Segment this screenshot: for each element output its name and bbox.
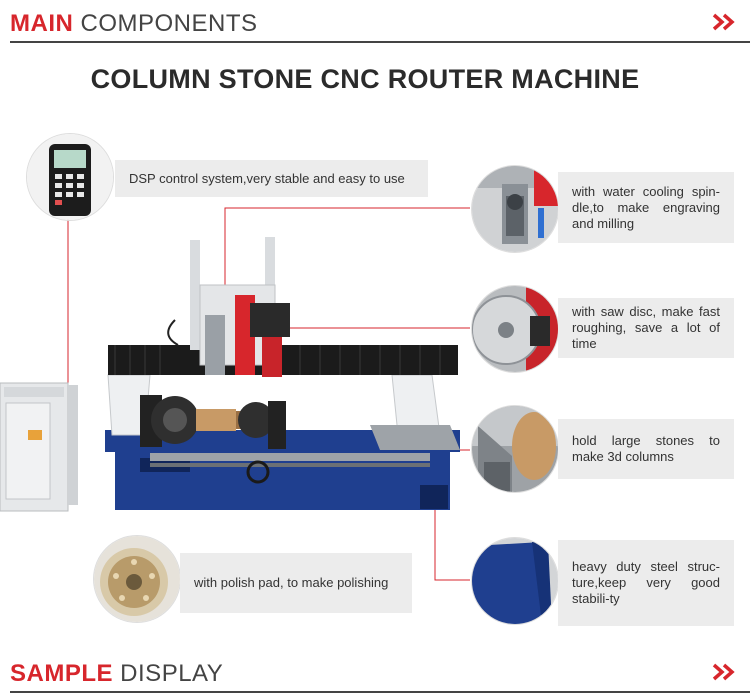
steel-structure-thumbnail bbox=[472, 538, 558, 624]
double-chevron-right-icon[interactable] bbox=[712, 12, 738, 32]
callout-hold-stones: hold large stones to make 3d columns bbox=[558, 419, 734, 479]
section-header-title: MAIN COMPONENTS bbox=[10, 8, 258, 40]
page-title: COLUMN STONE CNC ROUTER MACHINE bbox=[90, 64, 640, 94]
callout-stones-text: hold large stones to make 3d columns bbox=[572, 433, 720, 464]
callout-dsp-text: DSP control system,very stable and easy … bbox=[129, 170, 405, 186]
polish-pad-icon bbox=[94, 536, 180, 622]
callout-dsp-control: DSP control system,very stable and easy … bbox=[115, 160, 428, 197]
saw-disc-icon bbox=[472, 286, 558, 372]
polish-pad-thumbnail bbox=[94, 536, 180, 622]
callout-polish-pad: with polish pad, to make polishing bbox=[180, 553, 412, 613]
stone-holder-icon bbox=[472, 406, 558, 492]
section-header-main-components: MAIN COMPONENTS bbox=[10, 8, 750, 43]
header-red-word: MAIN bbox=[10, 10, 74, 37]
callout-saw-disc: with saw disc, make fast roughing, save … bbox=[558, 298, 734, 358]
callout-steel-text: heavy duty steel struc-ture,keep very go… bbox=[572, 559, 720, 606]
callout-water-cooling-spindle: with water cooling spin-dle,to make engr… bbox=[558, 172, 734, 243]
section-header-title: SAMPLE DISPLAY bbox=[10, 658, 223, 690]
header-grey-word: COMPONENTS bbox=[73, 10, 258, 37]
header-grey-word: DISPLAY bbox=[113, 660, 224, 687]
callout-steel-structure: heavy duty steel struc-ture,keep very go… bbox=[558, 540, 734, 626]
header-underline bbox=[10, 41, 750, 43]
saw-disc-thumbnail bbox=[472, 286, 558, 372]
callout-spindle-text: with water cooling spin-dle,to make engr… bbox=[572, 183, 720, 231]
dsp-controller-icon bbox=[27, 134, 113, 220]
dsp-controller-thumbnail bbox=[27, 134, 113, 220]
cnc-machine-illustration bbox=[0, 237, 460, 512]
header-red-word: SAMPLE bbox=[10, 660, 114, 687]
double-chevron-right-icon[interactable] bbox=[712, 662, 738, 682]
spindle-thumbnail bbox=[472, 166, 558, 252]
stone-holder-thumbnail bbox=[472, 406, 558, 492]
callout-polish-text: with polish pad, to make polishing bbox=[194, 575, 389, 590]
steel-structure-icon bbox=[472, 538, 558, 624]
header-underline bbox=[10, 691, 750, 693]
water-cooling-spindle-icon bbox=[472, 166, 558, 252]
section-header-sample-display: SAMPLE DISPLAY bbox=[10, 658, 750, 693]
callout-saw-text: with saw disc, make fast roughing, save … bbox=[572, 304, 720, 351]
